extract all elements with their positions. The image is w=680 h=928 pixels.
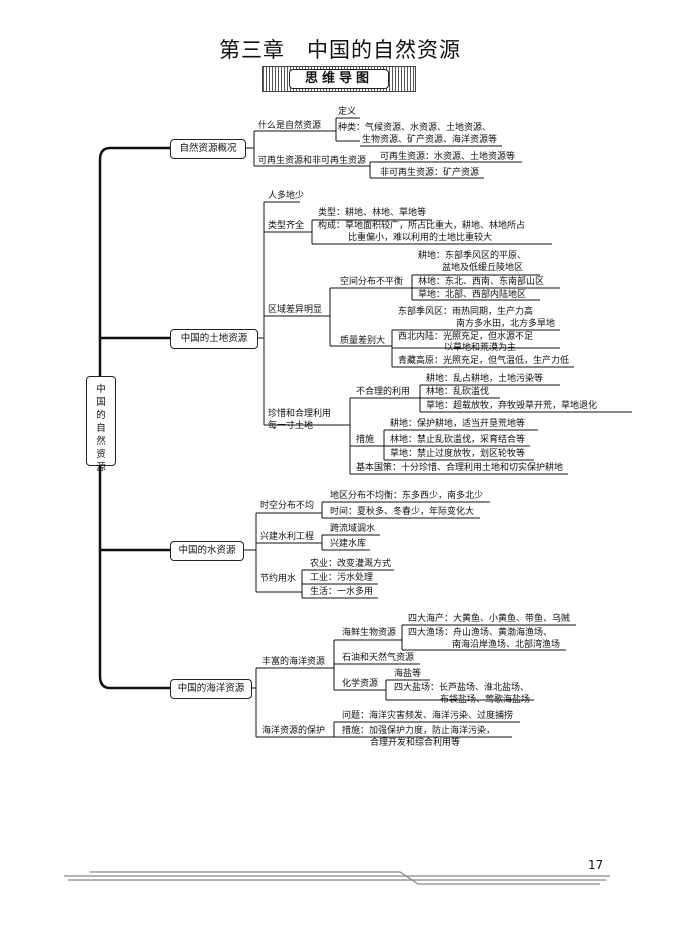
- n3-agriculture: 农业：改变灌溉方式: [310, 559, 392, 569]
- n2-unreasonable-grass: 草地：超载放牧，弃牧毁草开荒，草地退化: [426, 401, 598, 411]
- n1-nonrenewable: 非可再生资源：矿产资源: [380, 168, 480, 178]
- n2-qinghai-tibet: 青藏高原：光照充足，但气温低，生产力低: [398, 356, 570, 366]
- n3-reservoirs: 兴建水库: [330, 539, 367, 549]
- n2-arable-2: 盆地及低缓丘陵地区: [442, 263, 524, 273]
- n4-salt-fields-1: 四大盐场：长芦盐场、淮北盐场、: [394, 683, 530, 693]
- n2-composition-1: 构成：草地面积较广，所占比重大，耕地、林地所占: [318, 221, 526, 231]
- n2-cherish-1: 珍惜和合理利用: [268, 409, 332, 419]
- n3-temporal: 时间：夏秋多、冬春少，年际变化大: [330, 507, 475, 517]
- n4-fisheries-2: 南海沿岸渔场、北部湾渔场: [452, 640, 561, 650]
- n2-complete-types: 类型齐全: [268, 221, 305, 231]
- n2-grass: 草地：北部、西部内陆地区: [418, 290, 527, 300]
- node-land-resources: 中国的土地资源: [170, 329, 258, 349]
- node-label: 中国的土地资源: [180, 333, 248, 344]
- n2-cherish-2: 每一寸土地: [268, 421, 314, 431]
- n2-regional-diff: 区域差异明显: [268, 305, 323, 315]
- n2-east-monsoon-1: 东部季风区：雨热同期，生产力高: [398, 307, 534, 317]
- node-label: 中国的海洋资源: [177, 683, 245, 694]
- n2-unreasonable-forest: 林地：乱砍滥伐: [426, 387, 490, 397]
- page-number: 17: [588, 858, 604, 872]
- node-label: 中国的水资源: [178, 545, 236, 556]
- n2-many-people: 人多地少: [268, 191, 305, 201]
- n1-kinds-1: 种类：气候资源、水资源、土地资源、: [338, 123, 492, 133]
- n3-regional: 地区分布不均衡：东多西少，南多北少: [330, 491, 484, 501]
- n2-unreasonable-arable: 耕地：乱占耕地，土地污染等: [426, 374, 544, 384]
- n1-renewable: 可再生资源：水资源、土地资源等: [380, 152, 516, 162]
- n2-unreasonable-use: 不合理的利用: [356, 387, 411, 397]
- n2-northwest-1: 西北内陆：光照充足，但水源不足: [398, 332, 534, 342]
- n2-arable-1: 耕地：东部季风区的平原、: [418, 251, 527, 261]
- n4-sea-salt: 海盐等: [394, 669, 422, 679]
- chapter-title: 第三章 中国的自然资源: [219, 38, 461, 62]
- n4-marine-bio: 海鲜生物资源: [342, 628, 397, 638]
- n4-four-seafood: 四大海产：大黄鱼、小黄鱼、带鱼、乌贼: [408, 614, 571, 624]
- n3-uneven: 时空分布不均: [260, 501, 315, 511]
- n4-salt-fields-2: 布袋盐场、莺歌海盐场: [440, 695, 531, 705]
- n2-types: 类型：耕地、林地、草地等: [318, 208, 427, 218]
- n2-forest: 林地：东北、西南、东南部山区: [418, 277, 545, 287]
- n2-measures-forest: 林地：禁止乱砍滥伐，采育结合等: [390, 435, 526, 445]
- n3-save-water: 节约用水: [260, 574, 297, 584]
- root-node: 中国的自然资源: [86, 376, 116, 473]
- n4-ocean-protection: 海洋资源的保护: [262, 726, 326, 736]
- n1-what-is: 什么是自然资源: [258, 121, 322, 131]
- n3-diversion: 跨流域调水: [330, 524, 376, 534]
- n4-fisheries-1: 四大渔场：舟山渔场、黄渤海渔场、: [408, 628, 553, 638]
- n2-northwest-2: 以草地和荒漠为主: [444, 343, 517, 353]
- n4-oil-gas: 石油和天然气资源: [342, 653, 415, 663]
- n4-rich-ocean: 丰富的海洋资源: [262, 657, 326, 667]
- n3-water-projects: 兴建水利工程: [260, 532, 315, 542]
- node-ocean-resources: 中国的海洋资源: [170, 679, 252, 699]
- n4-measures-2: 合理开发和综合利用等: [370, 738, 461, 748]
- n2-composition-2: 比重偏小，难以利用的土地比重较大: [348, 233, 493, 243]
- mind-map-banner: 思维导图: [262, 66, 416, 92]
- n1-renewable-title: 可再生资源和非可再生资源: [258, 156, 367, 166]
- root-label: 中国的自然资源: [96, 384, 106, 473]
- n4-chemical: 化学资源: [342, 679, 379, 689]
- node-natural-resources-overview: 自然资源概况: [170, 139, 246, 159]
- n4-measures-1: 措施：加强保护力度，防止海洋污染，: [342, 726, 496, 736]
- n2-quality-diff: 质量差别大: [340, 336, 386, 346]
- node-label: 自然资源概况: [179, 143, 237, 154]
- n2-east-monsoon-2: 南方多水田，北方多旱地: [456, 319, 556, 329]
- n2-uneven-distribution: 空间分布不平衡: [340, 277, 404, 287]
- banner-label: 思维导图: [289, 69, 389, 89]
- n2-basic-policy: 基本国策：十分珍惜、合理利用土地和切实保护耕地: [356, 463, 564, 473]
- n2-measures-arable: 耕地：保护耕地，适当开垦荒地等: [390, 419, 526, 429]
- n2-measures: 措施: [356, 435, 375, 445]
- node-water-resources: 中国的水资源: [170, 541, 244, 561]
- n4-problems: 问题：海洋灾害频发、海洋污染、过度捕捞: [342, 711, 514, 721]
- n3-industry: 工业：污水处理: [310, 573, 374, 583]
- n1-kinds-2: 生物资源、矿产资源、海洋资源等: [362, 135, 498, 145]
- n2-measures-grass: 草地：禁止过度放牧，划区轮牧等: [390, 449, 526, 459]
- n3-living: 生活：一水多用: [310, 587, 374, 597]
- n1-definition: 定义: [338, 107, 357, 117]
